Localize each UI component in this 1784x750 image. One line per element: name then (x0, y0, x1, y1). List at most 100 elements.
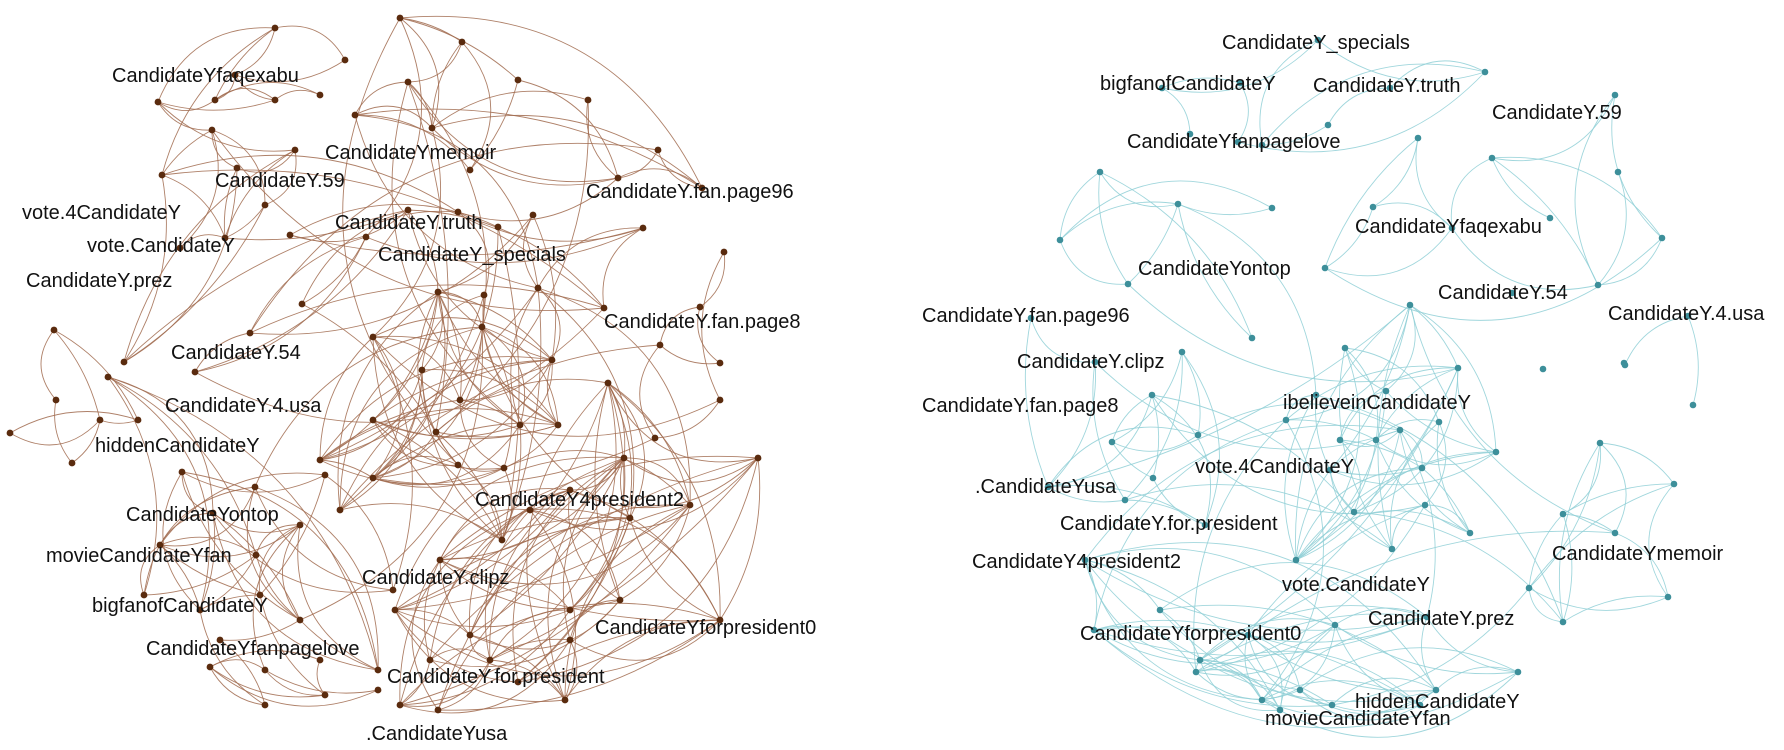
left-network-node (196, 606, 204, 614)
right-network-edge (1295, 467, 1423, 561)
right-network-node-label: CandidateYontop (1138, 258, 1291, 280)
left-network-node (396, 14, 404, 22)
left-network-edge (337, 291, 439, 511)
left-network-node-label: vote.4CandidateY (22, 202, 181, 224)
left-network-edge (421, 369, 559, 426)
left-network-edge (40, 329, 57, 401)
left-network-node (456, 396, 464, 404)
right-network-node-label: CandidateY.59 (1492, 102, 1622, 124)
left-network-edge (435, 431, 503, 541)
left-network-edge (607, 382, 721, 621)
right-network-edge (1599, 442, 1627, 534)
left-network-edge (372, 336, 413, 591)
right-network-node-label: CandidateY.54 (1438, 282, 1568, 304)
left-network-node (514, 76, 522, 84)
right-network-edge (1648, 483, 1675, 598)
right-network-edge (1331, 704, 1421, 713)
right-network-edge (1451, 227, 1599, 291)
left-network-edge (532, 214, 557, 361)
right-network-edge (1237, 82, 1249, 143)
left-network-edge (211, 129, 238, 169)
right-network-node (1156, 606, 1164, 614)
left-network-edge (297, 524, 379, 671)
left-network-edge (71, 419, 101, 464)
right-network-node (1621, 361, 1629, 369)
right-network-edge (1415, 137, 1453, 229)
right-network-edge (1247, 634, 1301, 691)
right-network-edge (1491, 157, 1599, 286)
left-network-edge (214, 88, 276, 101)
left-network-edge (234, 27, 276, 76)
left-network-edge (159, 486, 256, 547)
left-network-edge (214, 81, 321, 101)
right-network-edge (1562, 513, 1573, 623)
right-network-node (1268, 204, 1276, 212)
left-network-node-label: bigfanofCandidateY (92, 595, 268, 617)
left-network-node (651, 434, 659, 442)
right-network-edge (1237, 71, 1486, 153)
left-network-edge (629, 517, 721, 621)
right-network-node-label: CandidateY.for.president (1060, 513, 1278, 535)
left-network-edge (512, 457, 625, 683)
right-network-edge (1047, 426, 1199, 488)
right-network-edge (1193, 419, 1287, 673)
left-network-node (428, 124, 436, 132)
left-network-edge (157, 101, 296, 152)
right-network-edge (1295, 439, 1377, 561)
right-network-edge (1084, 548, 1336, 626)
right-network-edge (1329, 304, 1411, 471)
right-network-node (1466, 529, 1474, 537)
left-network-node (96, 416, 104, 424)
left-network-edge (339, 359, 553, 511)
left-network-node (716, 396, 724, 404)
left-network-edge (399, 17, 440, 129)
left-network-edge (219, 619, 301, 641)
left-network-edge (481, 326, 631, 519)
left-network-edge (234, 74, 276, 101)
right-network-edge (1285, 394, 1317, 421)
left-network-edge (407, 81, 619, 183)
left-network-node (566, 606, 574, 614)
left-network-node (716, 616, 724, 624)
left-network-edge (372, 431, 437, 479)
right-network-node (1396, 426, 1404, 434)
left-network-edge (354, 114, 539, 289)
right-network-node (1336, 436, 1344, 444)
right-network-edge (1339, 439, 1361, 513)
right-network-node (1331, 621, 1339, 629)
left-network-edge (489, 659, 566, 701)
left-network-edge (264, 149, 297, 206)
left-network-edge (399, 17, 463, 43)
right-network-node (1124, 280, 1132, 288)
right-network-edge (1099, 171, 1179, 208)
right-network-node (1258, 696, 1266, 704)
left-network-edge (421, 294, 485, 371)
right-network-edge (1295, 510, 1471, 561)
right-network-node-label: CandidateYfanpagelove (1127, 131, 1341, 153)
right-network-edge (1331, 677, 1437, 706)
right-network-edge (1047, 486, 1126, 503)
right-network-node (1559, 618, 1567, 626)
left-network-edge (607, 382, 691, 506)
left-network-node (209, 509, 217, 517)
left-network-edge (439, 516, 631, 561)
right-network-edge (1558, 442, 1601, 623)
left-network-node-label: CandidateY.fan.page8 (604, 311, 800, 333)
left-network-edge (457, 211, 490, 296)
right-network-node (1244, 631, 1252, 639)
left-network-edge (431, 41, 463, 129)
left-network-edge (623, 457, 759, 483)
left-network-edge (431, 127, 619, 186)
right-network-edge (1098, 171, 1129, 285)
right-network-edge (1353, 367, 1459, 513)
right-network-edge (1614, 532, 1669, 598)
left-network-edge (372, 291, 439, 421)
left-network-node (120, 358, 128, 366)
left-network-edge (274, 25, 346, 61)
left-network-edge (569, 382, 632, 611)
left-network-node (206, 663, 214, 671)
left-network-edge (469, 489, 571, 636)
left-network-edge (224, 204, 266, 239)
left-network-node-label: CandidateYontop (126, 504, 279, 526)
left-network-edge (339, 503, 503, 541)
